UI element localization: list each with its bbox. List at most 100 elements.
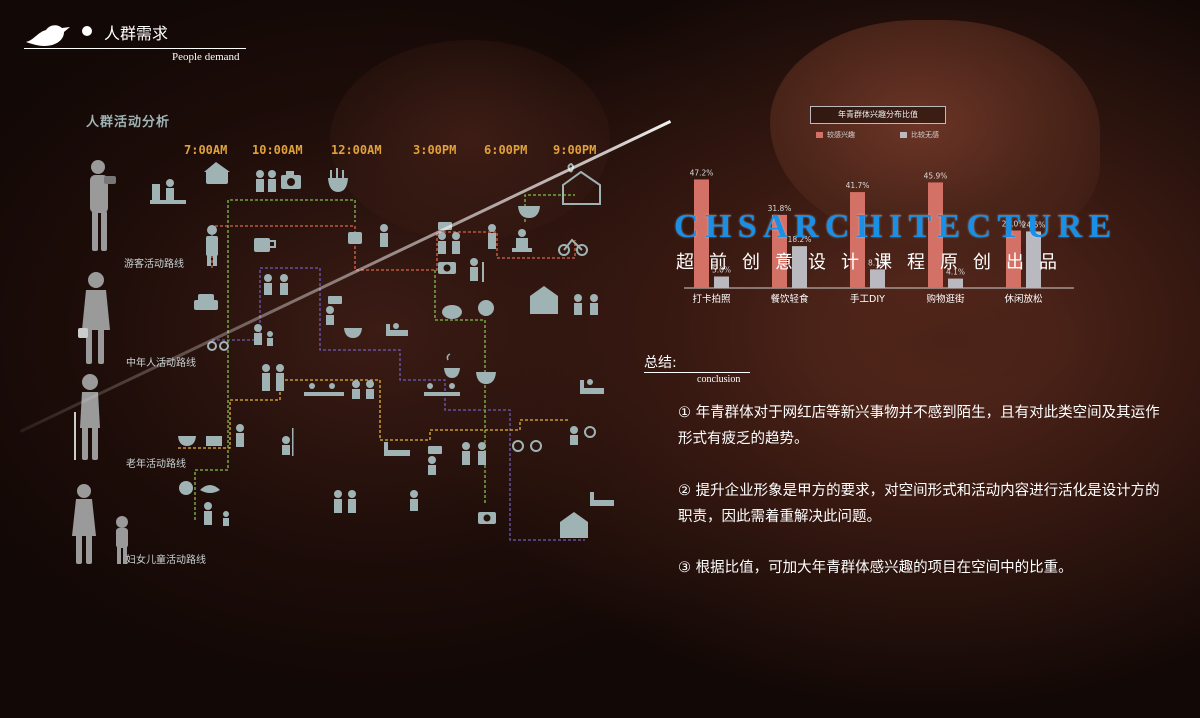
woman-child-silhouette-icon — [72, 484, 128, 564]
data-label: 5.0% — [712, 266, 731, 275]
bed-icon — [590, 492, 614, 506]
time-label: 3:00PM — [413, 143, 457, 157]
route-line-elderly — [178, 379, 570, 449]
data-label: 47.2% — [690, 168, 714, 177]
walking-icon — [488, 224, 496, 249]
care-icon — [570, 426, 596, 445]
route-line-women-children — [434, 270, 486, 505]
dancing-icon — [410, 490, 418, 511]
noodle-bowl-icon — [328, 168, 348, 192]
bar-indifferent — [792, 246, 807, 288]
header-bullet — [82, 26, 92, 36]
bird-icon — [200, 485, 220, 493]
time-label: 10:00AM — [252, 143, 303, 157]
watermark-title: CHSARCHITECTURE — [674, 208, 1118, 245]
bird-logo-icon — [26, 25, 70, 46]
camera-icon — [478, 512, 496, 524]
coffee-friends-icon — [348, 224, 388, 247]
car-icon — [194, 294, 218, 310]
section-title: 人群活动分析 — [86, 115, 171, 130]
summary-divider — [644, 372, 750, 373]
food-bowl-icon — [518, 206, 540, 218]
route-label-women-children: 妇女儿童活动路线 — [126, 555, 206, 566]
apple-icon — [179, 481, 193, 495]
bar-indifferent — [1026, 231, 1041, 288]
elderly-couple-icon — [262, 364, 284, 391]
watermark-subtitle: 超前创意设计课程原创出品 — [676, 252, 1072, 273]
legend-item: 比较无感 — [900, 130, 939, 140]
home-icon — [560, 512, 588, 538]
shop-icon — [204, 162, 230, 184]
category-label: 餐饮轻食 — [770, 293, 809, 305]
shopping-talk-icon — [326, 296, 342, 325]
chart-title: 年青群体兴趣分布比值 — [810, 106, 946, 124]
data-label: 24.6% — [1022, 220, 1046, 229]
summary-title: 总结: — [644, 355, 677, 371]
chess-table-icon — [304, 383, 344, 396]
page-title: 人群需求 — [104, 24, 169, 43]
data-label: 25.0% — [1002, 220, 1026, 229]
reading-group-icon — [352, 380, 374, 399]
dining-group-icon — [424, 383, 460, 396]
cake-icon — [206, 436, 222, 446]
camera-icon — [438, 262, 456, 274]
legend-swatch-icon — [816, 132, 823, 138]
route-line-tourist — [211, 225, 576, 271]
route-line-middle-aged — [212, 267, 585, 541]
activity-route-map — [150, 162, 614, 541]
tourist-silhouette-icon — [90, 160, 116, 251]
home-icon — [530, 286, 558, 314]
exercise-icon — [236, 424, 244, 447]
camera-icon — [281, 171, 301, 189]
data-label: 18.2% — [788, 235, 812, 244]
route-label-elderly: 老年活动路线 — [126, 459, 186, 470]
time-label: 9:00PM — [553, 143, 597, 157]
summary-subtitle: conclusion — [697, 374, 741, 385]
data-label: 41.7% — [846, 181, 870, 190]
rock-texture — [330, 40, 610, 240]
header-divider — [24, 48, 246, 49]
middle-aged-silhouette-icon — [78, 272, 110, 364]
bicycle-child-icon — [207, 341, 229, 351]
legend-label: 较感兴趣 — [827, 131, 855, 139]
route-line-women-children — [524, 194, 575, 222]
legend-swatch-icon — [900, 132, 907, 138]
bar-interested — [694, 179, 709, 288]
data-label: 45.9% — [924, 171, 948, 180]
summary-point: ② 提升企业形象是甲方的要求，对空间形式和活动内容进行活化是设计方的职责，因此需… — [678, 483, 1160, 525]
mother-child-icon — [204, 502, 229, 526]
time-label: 6:00PM — [484, 143, 528, 157]
cooking-icon — [344, 328, 362, 338]
group-icon — [334, 490, 356, 513]
talk-pair-icon — [462, 442, 486, 465]
food-icon — [178, 436, 196, 446]
bed-icon — [580, 379, 604, 394]
bed-rest-icon — [386, 323, 408, 336]
time-label: 12:00AM — [331, 143, 382, 157]
summary-point: ③ 根据比值，可加大年青群体感兴趣的项目在空间中的比重。 — [678, 560, 1073, 576]
category-label: 购物逛街 — [926, 293, 965, 305]
bicycle-icon — [558, 238, 588, 256]
person-icon — [206, 225, 218, 266]
summary-point: ① 年青群体对于网红店等新兴事物并不感到陌生，且有对此类空间及其运作形式有疲乏的… — [678, 405, 1160, 447]
bar-interested — [928, 182, 943, 288]
page-subtitle: People demand — [172, 51, 240, 63]
hiking-icon — [470, 258, 484, 282]
route-label-tourist: 游客活动路线 — [124, 259, 184, 270]
bar-interested — [1006, 230, 1021, 288]
bar-interested — [850, 192, 865, 288]
coffee-cup-icon — [254, 238, 276, 252]
friends-icon — [256, 170, 276, 192]
roast-food-icon — [442, 305, 462, 319]
mother-child-icon — [254, 324, 273, 346]
soup-bowl-icon — [476, 372, 496, 384]
pizza-icon — [478, 300, 494, 316]
tea-icon — [444, 353, 460, 378]
legend-label: 比较无感 — [911, 131, 939, 139]
category-label: 打卡拍照 — [692, 293, 731, 305]
rock-texture — [820, 280, 1080, 400]
family-activity-icon — [150, 179, 186, 204]
bed-rest-icon — [384, 442, 410, 456]
bar-indifferent — [948, 278, 963, 288]
bar-interested — [772, 214, 787, 288]
